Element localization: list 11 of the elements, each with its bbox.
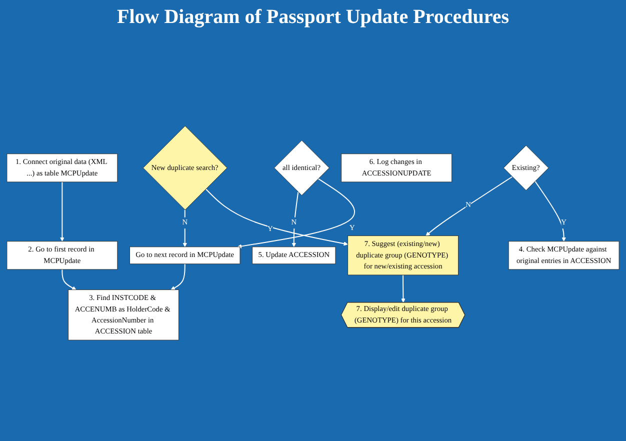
arrow [426,176,513,236]
arrow [237,178,355,248]
arrow [401,274,406,303]
arrow [170,263,186,290]
arrow [60,181,64,242]
arrow [534,180,566,242]
arrow [292,192,299,248]
diagram-title: Flow Diagram of Passport Update Procedures [116,5,510,30]
arrow [62,268,76,290]
arrow [182,209,188,248]
arrow [205,188,348,246]
